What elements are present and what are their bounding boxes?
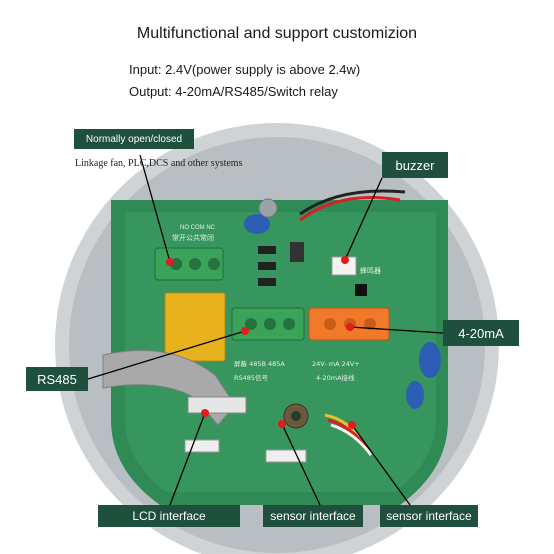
terminal-screw (189, 258, 201, 270)
relay-cn-label: 常开公共常闭 (172, 233, 214, 242)
callout-dot (166, 258, 174, 266)
terminal-screw (264, 318, 276, 330)
buzzer-wire-red (299, 196, 401, 222)
callout-dot (341, 256, 349, 264)
lcd-connector (187, 396, 247, 414)
screw (258, 198, 278, 218)
output-spec: Output: 4-20mA/RS485/Switch relay (129, 84, 338, 99)
current-pin-labels: 24V- mA 24V+ (312, 360, 360, 368)
rs485-cn-label: RS485信号 (234, 373, 269, 382)
callout-lcd (169, 412, 206, 506)
smd-part (258, 246, 276, 254)
callout-dot (201, 409, 209, 417)
terminal-screw (208, 258, 220, 270)
relay-component (164, 292, 226, 362)
blue-capacitor (419, 342, 441, 378)
blue-capacitor (406, 381, 424, 409)
relay-pin-labels: NO COM NC (180, 225, 216, 231)
terminal-screw (364, 318, 376, 330)
blue-capacitor (244, 214, 270, 234)
buzzer-cn-label: 蜂鸣器 (360, 266, 381, 275)
current-cn-label: 4-20mA接线 (316, 373, 355, 382)
sensor-interface-label-1: sensor interface (263, 505, 363, 527)
callout-dot (278, 420, 286, 428)
callout-dot (241, 327, 249, 335)
smd-part (355, 284, 367, 296)
rs485-label: RS485 (26, 367, 88, 391)
input-spec: Input: 2.4V(power supply is above 2.4w) (129, 62, 361, 77)
relay-note: Linkage fan, PLC,DCS and other systems (75, 158, 243, 169)
page-title: Multifunctional and support customizion (136, 25, 418, 42)
pcb-surface (125, 212, 436, 492)
current-label: 4-20mA (443, 320, 519, 346)
sensor-interface-label-2: sensor interface (380, 505, 478, 527)
callout-rs485 (87, 330, 246, 380)
sensor-wire-white (330, 423, 373, 456)
terminal-screw (283, 318, 295, 330)
callout-relay (139, 154, 171, 263)
smd-part (258, 262, 276, 270)
smd-part (258, 278, 276, 286)
callout-dot (348, 421, 356, 429)
smd-part (290, 242, 304, 262)
header-connector (184, 439, 220, 453)
toroid-core (291, 411, 301, 421)
callout-dot (346, 323, 354, 331)
rs485-pin-labels: 屏蔽 485B 485A (234, 359, 285, 368)
buzzer-wire-black (299, 189, 406, 216)
callout-current (349, 326, 444, 334)
lcd-interface-label: LCD interface (98, 505, 240, 527)
header-connector (265, 449, 307, 463)
callout-sensor-2 (351, 424, 411, 506)
buzzer-label: buzzer (382, 152, 448, 178)
callout-sensor-1 (281, 423, 321, 506)
terminal-screw (245, 318, 257, 330)
callout-buzzer (344, 177, 383, 261)
relay-label: Normally open/closed (74, 129, 194, 149)
terminal-screw (324, 318, 336, 330)
